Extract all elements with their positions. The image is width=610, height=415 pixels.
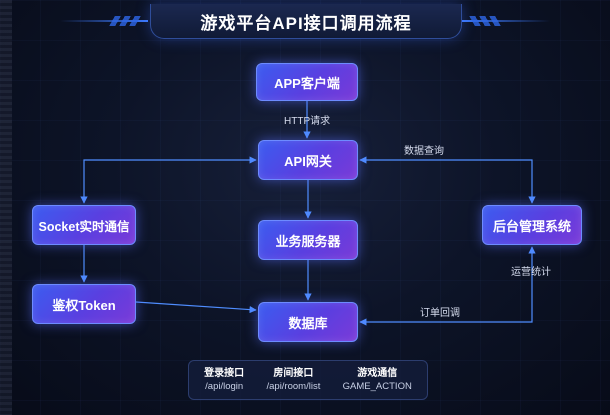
edge-admin-to-gateway <box>359 156 536 204</box>
label-order-callback: 订单回调 <box>420 308 460 319</box>
title-bar: 游戏平台API接口调用流程 <box>150 4 462 39</box>
api-path: GAME_ACTION <box>342 381 412 392</box>
title-deco-line-left <box>60 20 148 22</box>
edge-gateway-socket <box>80 156 257 204</box>
node-api-gateway: API网关 <box>258 140 358 180</box>
node-app-client: APP客户端 <box>256 63 358 101</box>
edge-database-to-admin <box>359 246 536 326</box>
api-item-room: 房间接口 /api/room/list <box>266 367 320 393</box>
node-auth-token: 鉴权Token <box>32 284 136 324</box>
api-path: /api/login <box>205 381 244 392</box>
api-name: 游戏通信 <box>357 368 398 379</box>
edge-auth-to-database <box>135 301 257 314</box>
label-http-request: HTTP请求 <box>284 116 331 127</box>
node-admin-system: 后台管理系统 <box>482 205 582 245</box>
node-business-server: 业务服务器 <box>258 220 358 260</box>
node-database: 数据库 <box>258 302 358 342</box>
api-path: /api/room/list <box>266 381 321 392</box>
api-item-game: 游戏通信 GAME_ACTION <box>343 367 412 393</box>
api-item-login: 登录接口 /api/login <box>204 367 244 393</box>
api-name: 房间接口 <box>273 368 314 379</box>
left-edge-decoration <box>0 0 12 415</box>
node-socket-realtime: Socket实时通信 <box>32 205 136 245</box>
label-ops-stats: 运营统计 <box>511 267 551 278</box>
api-list-panel: 登录接口 /api/login 房间接口 /api/room/list 游戏通信… <box>188 360 428 400</box>
api-name: 登录接口 <box>204 368 245 379</box>
label-data-query: 数据查询 <box>404 146 444 157</box>
title-deco-line-right <box>462 20 550 22</box>
diagram-title: 游戏平台API接口调用流程 <box>200 13 412 33</box>
